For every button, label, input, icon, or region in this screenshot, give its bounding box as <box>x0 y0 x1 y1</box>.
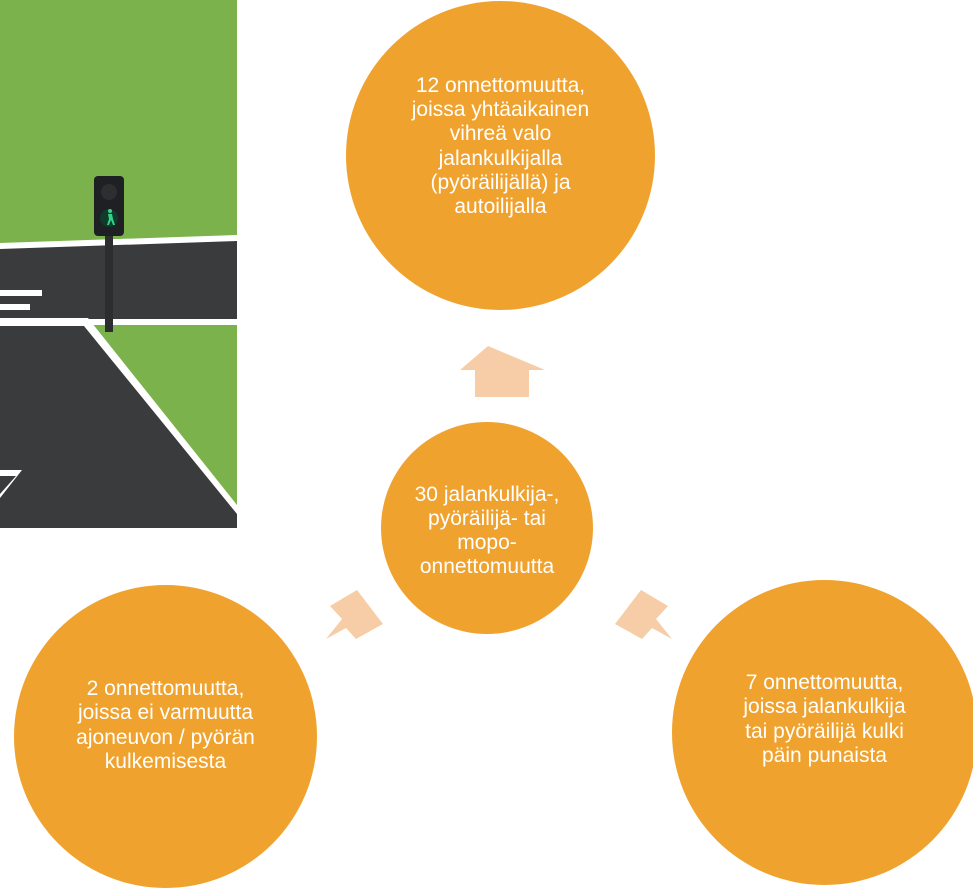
right-outcome-circle: 7 onnettomuutta, joissa jalankulkija tai… <box>672 580 973 885</box>
zebra-stripe <box>0 304 30 310</box>
road-edge-line <box>0 476 16 494</box>
pedestrian-crossing-illustration <box>0 0 237 528</box>
left-outcome-circle: 2 onnettomuutta, joissa ei varmuutta ajo… <box>14 585 317 888</box>
right-outcome-label: 7 onnettomuutta, joissa jalankulkija tai… <box>743 671 906 767</box>
diagonal-road <box>0 326 237 528</box>
arrow-down-left-icon <box>326 590 383 639</box>
green-walking-person-icon <box>107 209 115 225</box>
top-outcome-circle: 12 onnettomuutta, joissa yhtäaikainen vi… <box>346 1 655 310</box>
red-lamp <box>101 184 117 200</box>
arrow-up-icon <box>460 346 545 397</box>
top-outcome-label: 12 onnettomuutta, joissa yhtäaikainen vi… <box>411 74 590 218</box>
zebra-stripe <box>0 290 42 296</box>
center-total-circle: 30 jalankulkija-, pyöräilijä- tai mopo- … <box>381 422 593 634</box>
traffic-light-pole <box>105 232 113 332</box>
center-total-label: 30 jalankulkija-, pyöräilijä- tai mopo- … <box>414 482 560 579</box>
horizontal-road <box>0 241 237 319</box>
left-outcome-label: 2 onnettomuutta, joissa ei varmuutta ajo… <box>76 677 255 773</box>
arrow-down-right-icon <box>615 590 672 639</box>
